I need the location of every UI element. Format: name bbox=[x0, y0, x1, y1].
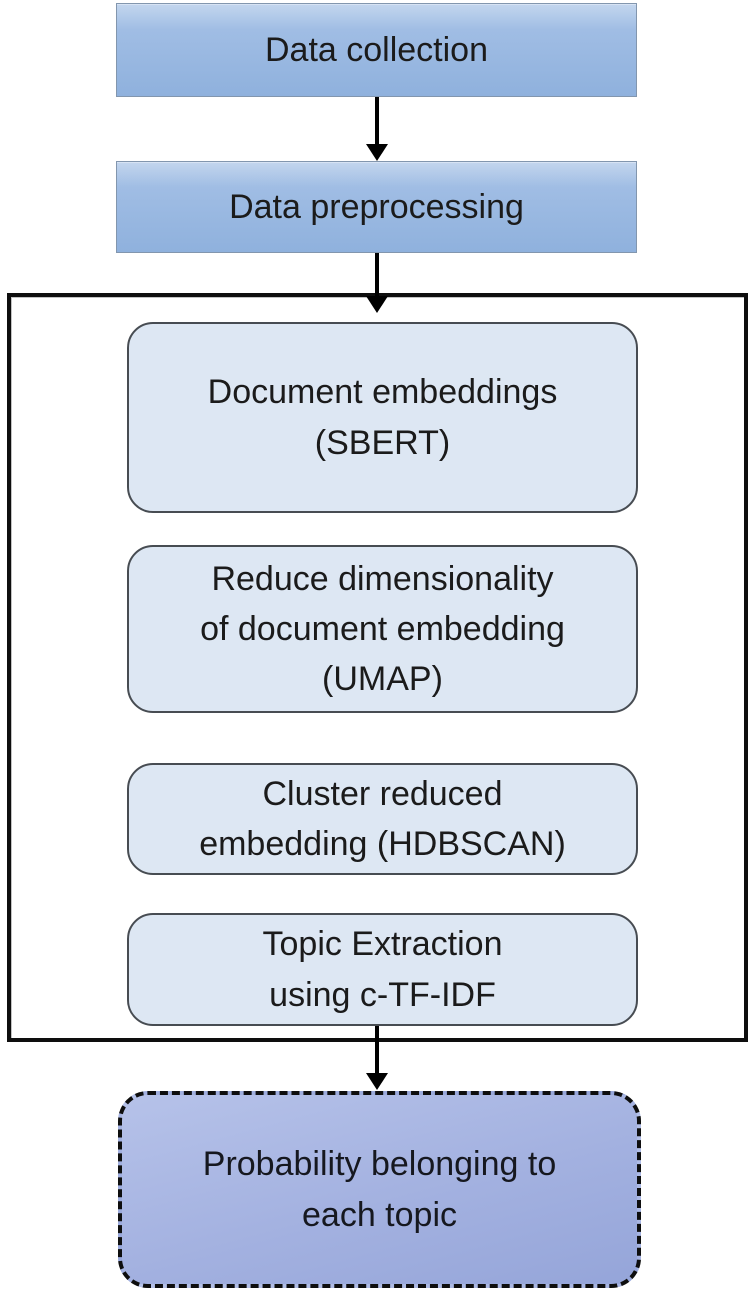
arrowhead-down-icon bbox=[366, 1073, 388, 1090]
node-hdbscan-line2: embedding (HDBSCAN) bbox=[199, 825, 566, 863]
node-umap-line3: (UMAP) bbox=[322, 660, 443, 699]
node-data-preprocessing-label: Data preprocessing bbox=[229, 187, 524, 226]
node-ctfidf-line2: using c-TF-IDF bbox=[269, 975, 496, 1014]
node-document-embeddings-sbert: Document embeddings (SBERT) bbox=[127, 322, 638, 513]
node-data-collection: Data collection bbox=[116, 3, 637, 97]
node-probability-output: Probability belonging to each topic bbox=[118, 1091, 641, 1288]
arrow-ctfidf-to-probability bbox=[366, 1026, 388, 1090]
node-sbert-line2: (SBERT) bbox=[314, 423, 451, 462]
arrowhead-down-icon bbox=[366, 144, 388, 161]
node-probability-line1: Probability belonging to bbox=[202, 1145, 557, 1184]
node-umap-line2: of document embedding bbox=[200, 609, 565, 648]
arrow-preprocessing-to-embeddings bbox=[366, 253, 388, 313]
node-reduce-dimensionality-umap: Reduce dimensionality of document embedd… bbox=[127, 545, 638, 713]
node-probability-line2: each topic bbox=[302, 1195, 457, 1234]
node-topic-extraction-ctfidf: Topic Extraction using c-TF-IDF bbox=[127, 913, 638, 1026]
arrowhead-down-icon bbox=[366, 296, 388, 313]
arrow-collection-to-preprocessing bbox=[366, 97, 388, 161]
arrow-shaft bbox=[375, 97, 379, 146]
node-sbert-line1: Document embeddings bbox=[207, 373, 558, 412]
node-hdbscan-line1: Cluster reduced bbox=[262, 774, 503, 813]
node-data-collection-label: Data collection bbox=[264, 30, 488, 69]
node-cluster-hdbscan: Cluster reduced embedding (HDBSCAN) bbox=[127, 763, 638, 875]
arrow-shaft bbox=[375, 1026, 379, 1075]
node-data-preprocessing: Data preprocessing bbox=[116, 161, 637, 253]
node-ctfidf-line1: Topic Extraction bbox=[262, 925, 503, 964]
arrow-shaft bbox=[375, 253, 379, 298]
node-umap-line1: Reduce dimensionality bbox=[211, 559, 554, 598]
